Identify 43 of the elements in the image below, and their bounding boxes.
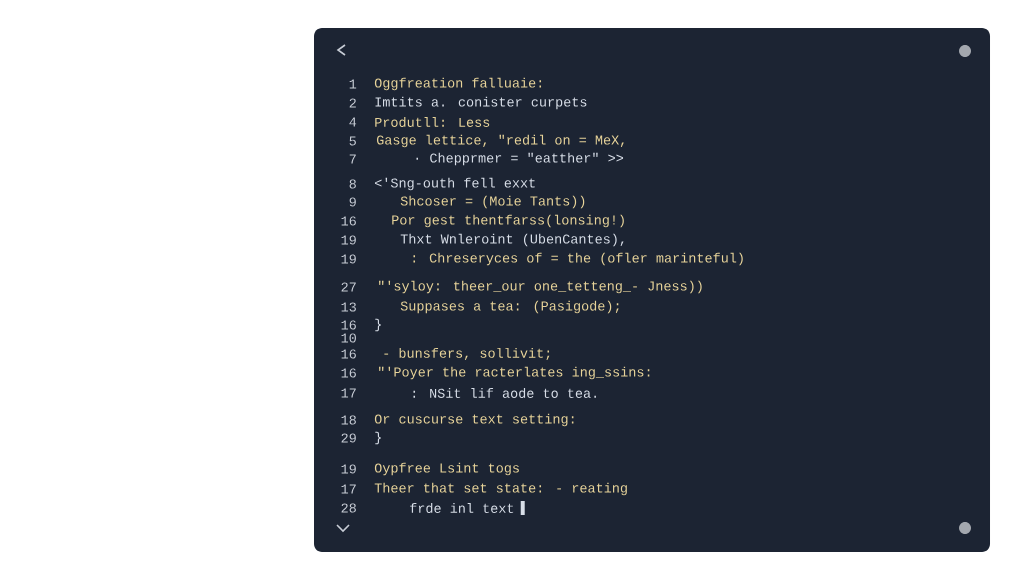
code-line: : Chreseryces of = the (ofler marinteful): [413, 252, 743, 266]
code-line: : NSit lif aode to tea.: [413, 388, 596, 398]
code-line: frde inl text: [410, 503, 514, 513]
line-number: 29: [341, 433, 356, 443]
line-number: 4: [349, 117, 357, 127]
code-line: Oggfreation falluaie:: [374, 77, 541, 91]
code-line: }: [375, 431, 381, 445]
line-number: 19: [341, 235, 356, 245]
line-number: 16: [341, 320, 356, 330]
code-line: Theer that set state: - reating: [374, 482, 627, 496]
line-number: 13: [341, 302, 356, 312]
code-line: Gasge lettice, "redil on = MeX,: [376, 134, 624, 148]
code-line: Por gest thentfarss(lonsing!): [392, 214, 624, 228]
code-line: "'syloy: theer_our one_tetteng_- Jness)): [379, 280, 702, 294]
line-number: 9: [349, 197, 356, 207]
code-line: Or cuscurse text setting:: [374, 413, 574, 427]
line-number: 28: [341, 503, 356, 513]
line-number: 18: [341, 415, 356, 425]
code-line: <'Sng-outh fell exxt: [375, 177, 535, 191]
line-number: 19: [341, 254, 356, 264]
code-line: Produtll: Less: [375, 117, 490, 127]
line-number: 10: [341, 333, 356, 343]
line-number: 19: [341, 464, 356, 474]
code-line: "'Poyer the racterlates ing_ssins:: [379, 366, 650, 380]
code-line: - bunsfers, sollivit;: [384, 347, 550, 361]
code-line: Shcoser = (Moie Tants)): [400, 195, 585, 209]
line-number: 17: [341, 484, 356, 494]
line-number: 17: [341, 388, 356, 398]
line-number: 2: [349, 98, 356, 108]
line-number: 27: [341, 282, 356, 292]
line-number: 5: [349, 136, 356, 146]
code-line: Oypfree Lsint togs: [374, 462, 519, 476]
line-number: 16: [341, 368, 356, 378]
line-number: 7: [349, 154, 356, 164]
code-line: }: [375, 318, 381, 332]
line-number: 16: [341, 216, 356, 226]
line-number: 8: [349, 179, 356, 189]
line-number: 16: [341, 349, 356, 359]
code-line: Imtits a. conister curpets: [375, 96, 587, 110]
code-line: · Chepprmer = "eatther" >>: [416, 152, 624, 166]
code-line: Suppases a tea: (Pasigode);: [400, 300, 619, 314]
code-line: Thxt Wnleroint (UbenCantes),: [400, 233, 624, 247]
line-number: 1: [349, 79, 357, 89]
